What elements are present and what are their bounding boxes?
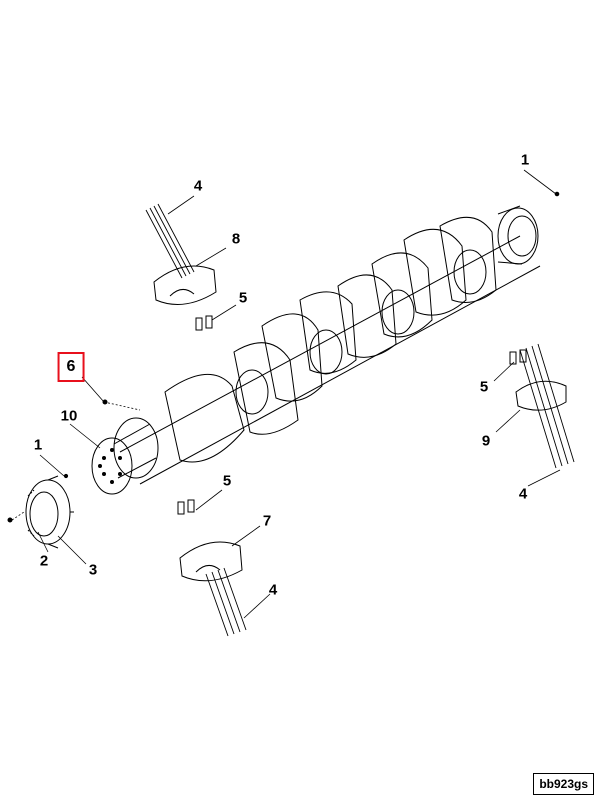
callout-10: 10 [60, 407, 78, 425]
callout-5-upper: 5 [238, 289, 248, 307]
bearing-cap-lower [179, 541, 243, 582]
callout-3: 3 [88, 561, 98, 579]
callout-6-highlighted: 6 [57, 352, 85, 382]
callout-1-left: 1 [33, 436, 43, 454]
callout-4-right: 4 [518, 485, 528, 503]
callout-5-right: 5 [479, 378, 489, 396]
cap-bolts [145, 203, 575, 637]
callout-4-bottom: 4 [268, 581, 278, 599]
pin-markers [7, 191, 560, 523]
callout-9: 9 [481, 432, 491, 450]
callout-2: 2 [39, 552, 49, 570]
timing-gear [25, 475, 74, 549]
bearing-cap-upper [153, 265, 217, 305]
bearing-cap-right [515, 380, 567, 411]
callout-5-lower: 5 [222, 472, 232, 490]
leader-lines [11, 169, 561, 619]
callout-1-top: 1 [520, 151, 530, 169]
callout-4-top: 4 [193, 177, 203, 195]
crankshaft [91, 205, 541, 495]
callout-7: 7 [262, 512, 272, 530]
dowels [177, 315, 527, 515]
reference-code: bb923gs [533, 773, 594, 795]
callout-8: 8 [231, 230, 241, 248]
